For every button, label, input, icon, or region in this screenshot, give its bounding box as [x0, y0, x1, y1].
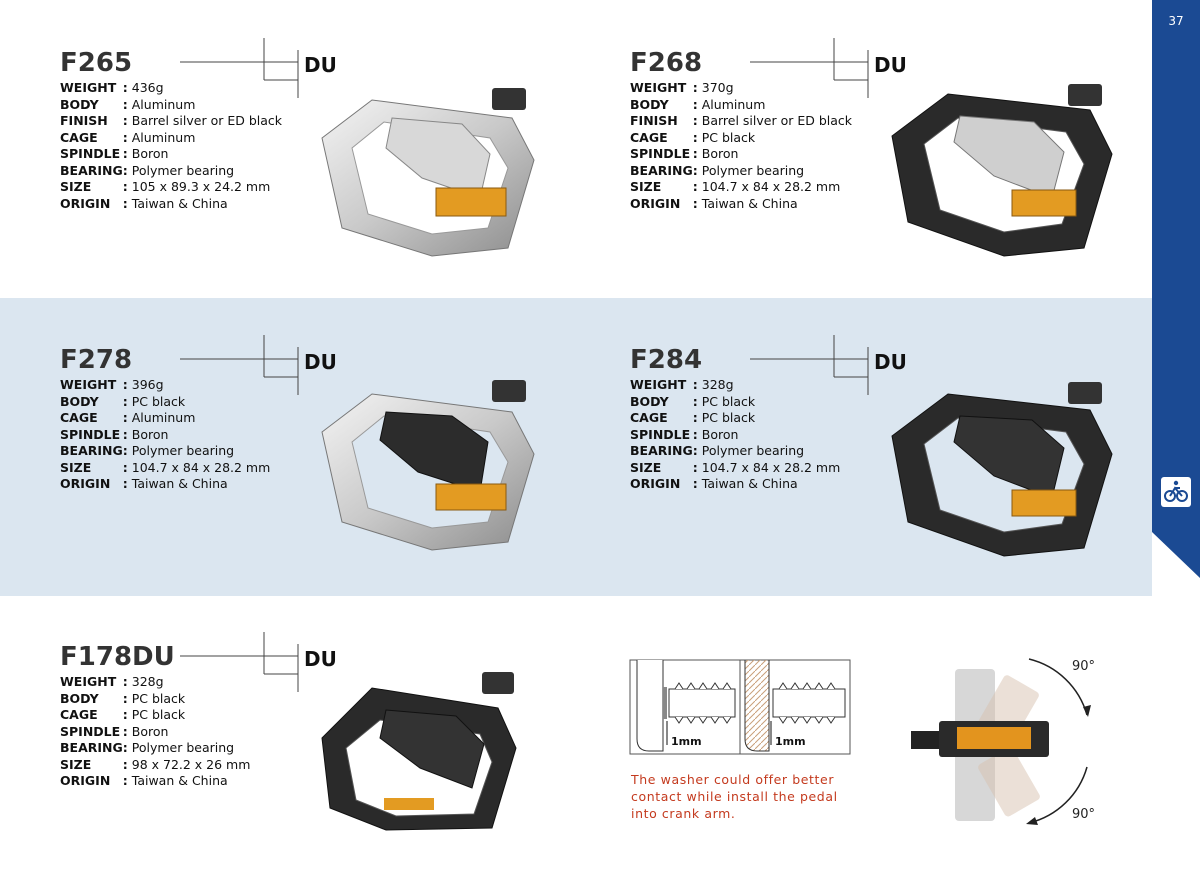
du-bearing-icon: DU — [304, 647, 337, 671]
svg-text:DU: DU — [874, 350, 907, 374]
spec-row-weight: WEIGHT:370g — [630, 80, 734, 95]
spec-row-cage: CAGE:PC black — [630, 129, 756, 145]
spec-row-spindle: SPINDLE:Boron — [630, 426, 739, 442]
model-title: F265 — [60, 48, 133, 78]
spec-row-size: SIZE:98 x 72.2 x 26 mm — [60, 756, 251, 772]
model-title: F268 — [630, 48, 703, 78]
spec-row-weight: WEIGHT:328g — [630, 377, 734, 392]
spec-row-origin: ORIGIN:Taiwan & China — [630, 195, 798, 211]
spec-row-size: SIZE:105 x 89.3 x 24.2 mm — [60, 179, 271, 194]
spec-row-bearing: BEARING:Polymer bearing — [60, 162, 235, 178]
spec-row-spindle: SPINDLE:Boron — [60, 146, 169, 161]
product-f278: F278 WEIGHT:396g BODY:PC black CAGE:Alum… — [60, 345, 270, 493]
spec-row-bearing: BEARING:Polymer bearing — [60, 443, 235, 458]
spec-table: WEIGHT:396g BODY:PC black CAGE:Aluminum … — [60, 377, 270, 493]
spec-row-weight: WEIGHT:396g — [60, 377, 164, 392]
spec-table: WEIGHT:370g BODY:Aluminum FINISH:Barrel … — [630, 80, 852, 212]
spec-table: WEIGHT:328g BODY:PC black CAGE:PC black … — [60, 674, 250, 790]
title-rule-f268: DU — [750, 38, 907, 98]
spec-row-spindle: SPINDLE:Boron — [630, 146, 739, 161]
spec-row-cage: CAGE:Aluminum — [60, 410, 196, 425]
du-bearing-icon: DU — [874, 350, 907, 374]
svg-text:DU: DU — [304, 53, 337, 77]
spec-row-cage: CAGE:Aluminum — [60, 129, 196, 145]
model-title: F178DU — [60, 642, 175, 672]
product-f178du: F178DU WEIGHT:328g BODY:PC black CAGE:PC… — [60, 642, 250, 790]
du-bearing-icon: DU — [874, 53, 907, 77]
spec-table: WEIGHT:436g BODY:Aluminum FINISH:Barrel … — [60, 80, 282, 212]
pedal-image-f284 — [891, 382, 1113, 557]
product-f284: F284 WEIGHT:328g BODY:PC black CAGE:PC b… — [630, 345, 840, 493]
dimension-left: 1mm — [671, 735, 702, 748]
title-rule-f278: DU — [180, 335, 337, 395]
spec-table: WEIGHT:328g BODY:PC black CAGE:PC black … — [630, 377, 840, 493]
spec-row-finish: FINISH:Barrel silver or ED black — [60, 113, 283, 128]
svg-text:DU: DU — [304, 647, 337, 671]
pedal-image-f178du — [321, 672, 517, 831]
spec-row-body: BODY:Aluminum — [630, 96, 766, 112]
spec-row-bearing: BEARING:Polymer bearing — [630, 162, 805, 178]
svg-text:DU: DU — [304, 350, 337, 374]
title-rule-f284: DU — [750, 335, 907, 395]
du-bearing-icon: DU — [304, 350, 337, 374]
spec-row-origin: ORIGIN:Taiwan & China — [60, 773, 228, 788]
rotation-illustration — [911, 658, 1091, 825]
bike-category-icon[interactable] — [1160, 476, 1192, 508]
spec-row-cage: CAGE:PC black — [630, 410, 756, 425]
spec-row-origin: ORIGIN:Taiwan & China — [60, 476, 228, 491]
spec-row-cage: CAGE:PC black — [60, 707, 186, 722]
page-number: 37 — [1168, 14, 1184, 28]
product-f268: F268 WEIGHT:370g BODY:Aluminum FINISH:Ba… — [630, 48, 852, 212]
spec-row-size: SIZE:104.7 x 84 x 28.2 mm — [630, 179, 841, 194]
pedal-image-f265 — [321, 88, 535, 257]
spec-row-body: BODY:PC black — [630, 393, 756, 409]
pedal-image-f278 — [321, 380, 535, 551]
du-bearing-icon: DU — [304, 53, 337, 77]
spec-row-spindle: SPINDLE:Boron — [60, 723, 169, 739]
title-rule-f265: DU — [180, 38, 337, 98]
washer-note: The washer could offer better contact wh… — [631, 772, 838, 821]
spec-row-spindle: SPINDLE:Boron — [60, 426, 169, 442]
spec-row-origin: ORIGIN:Taiwan & China — [60, 195, 228, 211]
dimension-right: 1mm — [775, 735, 806, 748]
spec-row-origin: ORIGIN:Taiwan & China — [630, 476, 798, 491]
svg-text:DU: DU — [874, 53, 907, 77]
pedal-image-f268 — [891, 84, 1113, 257]
title-rule-f178du: DU — [180, 632, 337, 692]
spec-row-body: BODY:PC black — [60, 393, 186, 409]
spec-row-weight: WEIGHT:328g — [60, 674, 164, 689]
spec-row-bearing: BEARING:Polymer bearing — [60, 740, 235, 755]
model-title: F284 — [630, 345, 703, 375]
sidebar-tab — [1152, 0, 1200, 578]
spec-row-body: BODY:Aluminum — [60, 96, 196, 112]
spec-row-body: BODY:PC black — [60, 690, 186, 706]
angle-label-bottom: 90° — [1072, 807, 1096, 822]
spec-row-weight: WEIGHT:436g — [60, 80, 164, 95]
spec-row-size: SIZE:104.7 x 84 x 28.2 mm — [630, 459, 841, 475]
angle-label-top: 90° — [1072, 659, 1096, 674]
washer-diagram: 1mm 1mm — [629, 659, 851, 755]
product-f265: F265 WEIGHT:436g BODY:Aluminum FINISH:Ba… — [60, 48, 282, 212]
model-title: F278 — [60, 345, 133, 375]
spec-row-size: SIZE:104.7 x 84 x 28.2 mm — [60, 459, 271, 475]
spec-row-finish: FINISH:Barrel silver or ED black — [630, 113, 853, 128]
spec-row-bearing: BEARING:Polymer bearing — [630, 443, 805, 458]
